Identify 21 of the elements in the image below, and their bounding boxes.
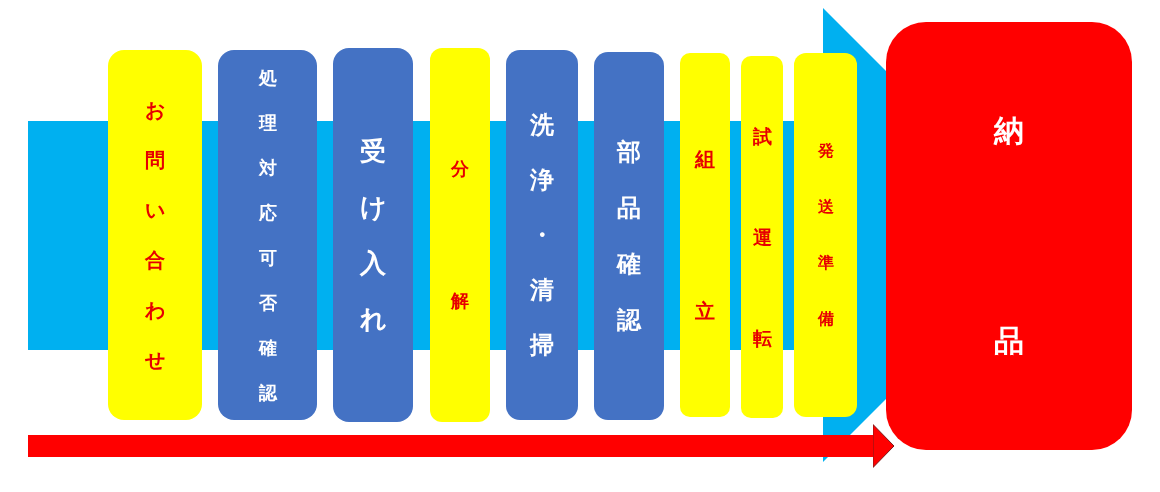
step-label: 処理対応可否確認	[258, 66, 277, 405]
process-box	[741, 56, 783, 418]
step-label: 発送準備	[817, 140, 834, 330]
step-label: 納品	[994, 112, 1024, 360]
step-label: 受け入れ	[360, 135, 386, 336]
step-label: 部品確認	[617, 137, 641, 336]
step-label: 組立	[695, 146, 715, 325]
process-box	[680, 53, 730, 417]
arrow	[28, 424, 895, 468]
step-label: お問い合わせ	[145, 97, 165, 374]
step-label: 試運転	[752, 123, 772, 351]
step-label: 洗浄・清掃	[530, 109, 554, 361]
process-box	[594, 52, 664, 420]
process-box	[108, 50, 202, 420]
process-box	[506, 50, 578, 420]
step-label: 分解	[451, 157, 469, 313]
process-box	[794, 53, 857, 417]
final-step-box	[886, 22, 1132, 450]
process-box	[430, 48, 490, 422]
process-box	[218, 50, 317, 420]
process-box	[333, 48, 413, 422]
